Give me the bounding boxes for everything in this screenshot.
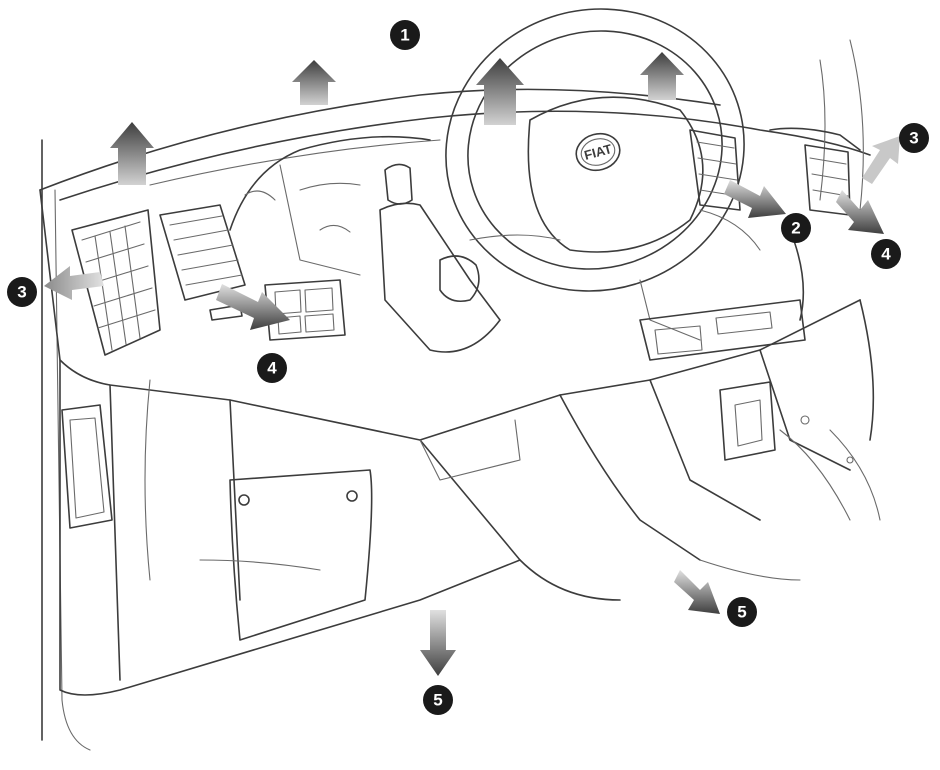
arrow-footwell-right [674,570,720,614]
instrument-cluster [229,135,431,276]
callout-1-steering: 1 [390,20,420,50]
center-console [639,229,806,461]
glovebox [199,469,373,641]
callout-3-right-side-vent: 3 [899,123,929,153]
callout-4-left-vent: 4 [257,353,287,383]
arrow-left-side [44,266,104,300]
left-door-pocket [61,404,113,529]
callout-number: 3 [17,283,26,302]
logo-text: FIAT [583,141,614,163]
left-dash-vent [159,204,246,321]
arrow-right-side [862,136,900,184]
callout-number: 1 [400,26,409,45]
arrow-up-3 [476,58,524,125]
arrow-vent-4-right [836,190,884,234]
callout-number: 4 [267,359,277,378]
callout-number: 5 [433,691,442,710]
callout-3-left-side-vent: 3 [7,277,37,307]
left-door-frame [41,139,91,751]
side-arrows [44,136,900,300]
callout-4-right-vent: 4 [871,239,901,269]
steering-column [379,163,521,481]
center-vent [689,129,741,211]
arrow-vent-2 [724,180,786,218]
callout-number: 2 [791,219,800,238]
steering-wheel [445,8,761,341]
callout-number: 3 [909,129,918,148]
arrow-up-1 [110,122,154,185]
face-vent-arrows [216,180,884,330]
callout-2-center-vent: 2 [781,213,811,243]
arrow-footwell-left [420,610,456,676]
fiat-logo: FIAT [575,132,621,172]
dashboard-body [39,189,881,696]
dashboard-top [39,39,871,211]
arrow-vent-4-left [216,284,290,330]
arrow-up-4 [640,52,684,100]
arrow-up-2 [292,60,336,105]
callout-5-footwell-right: 5 [727,597,757,627]
footwell-arrows [420,570,720,676]
callout-5-footwell-left: 5 [423,685,453,715]
left-side-vent [71,209,161,356]
callout-number: 4 [881,245,891,264]
callout-number: 5 [737,603,746,622]
defrost-arrows [110,52,684,185]
